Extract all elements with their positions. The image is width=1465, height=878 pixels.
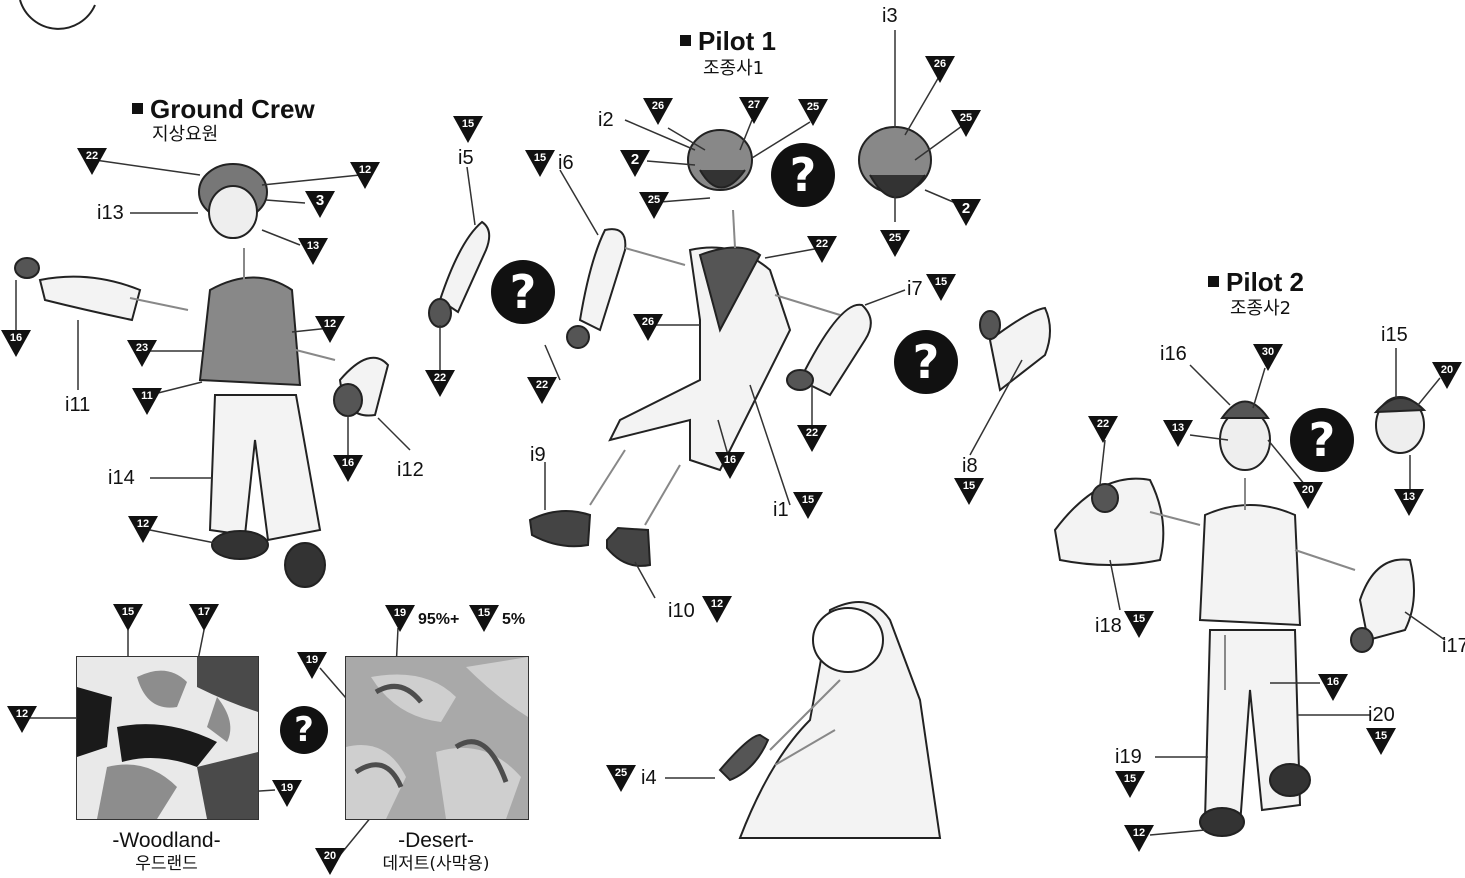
label-i1: i1 <box>773 500 789 520</box>
label-i20: i20 <box>1368 705 1395 725</box>
part-i10 <box>607 528 650 566</box>
woodland-swatch <box>76 656 259 820</box>
label-i14: i14 <box>108 468 135 488</box>
woodland-caption-ko: 우드랜드 <box>76 856 257 873</box>
part-i9 <box>530 511 590 546</box>
part-i11 <box>40 277 140 320</box>
pilot1-body <box>610 248 790 471</box>
label-i19: i19 <box>1115 747 1142 767</box>
label-i8: i8 <box>962 456 978 476</box>
woodland-caption: -Woodland- <box>76 830 257 851</box>
step-circle <box>20 0 95 29</box>
label-i4: i4 <box>641 768 657 788</box>
question-mark-icon: ? <box>894 330 958 394</box>
question-mark-icon: ? <box>280 706 328 754</box>
i12-glove <box>334 384 362 416</box>
gc-pants <box>210 395 320 540</box>
desert-mix-primary: 95%+ <box>418 612 459 628</box>
pilot1-title: Pilot 1 <box>680 28 776 54</box>
pilot1-subtitle: 조종사1 <box>703 60 764 78</box>
part-i5 <box>440 222 489 312</box>
gc-boot-right <box>285 543 325 587</box>
question-mark-icon: ? <box>771 143 835 207</box>
gc-head-face <box>209 186 257 238</box>
label-i13: i13 <box>97 203 124 223</box>
part-i6 <box>580 229 625 330</box>
part-i17 <box>1360 560 1414 641</box>
label-i5: i5 <box>458 148 474 168</box>
label-i2: i2 <box>598 110 614 130</box>
ground-crew-title: Ground Crew <box>132 96 315 122</box>
label-i12: i12 <box>397 460 424 480</box>
desert-swatch <box>345 656 529 820</box>
desert-caption: -Desert- <box>345 830 527 851</box>
ground-crew-subtitle: 지상요원 <box>152 126 218 144</box>
pilot2-jacket <box>1200 505 1300 625</box>
desert-mix-secondary: 5% <box>502 612 525 628</box>
label-i3: i3 <box>882 6 898 26</box>
label-i11: i11 <box>65 395 90 415</box>
part-i4 <box>720 735 768 780</box>
label-i16: i16 <box>1160 344 1187 364</box>
i11-glove <box>15 258 39 278</box>
pilot2-subtitle: 조종사2 <box>1230 300 1291 318</box>
label-i7: i7 <box>907 279 923 299</box>
label-i17: i17 <box>1442 636 1465 656</box>
label-i10: i10 <box>668 601 695 621</box>
label-i15: i15 <box>1381 325 1408 345</box>
question-mark-icon: ? <box>1290 408 1354 472</box>
gc-vest <box>200 278 300 386</box>
pilot2-title: Pilot 2 <box>1208 269 1304 295</box>
question-mark-icon: ? <box>491 260 555 324</box>
label-i6: i6 <box>558 153 574 173</box>
label-i18: i18 <box>1095 616 1122 636</box>
gc-boot-left <box>212 531 268 559</box>
label-i9: i9 <box>530 445 546 465</box>
desert-caption-ko: 데저트(사막용) <box>345 856 527 873</box>
